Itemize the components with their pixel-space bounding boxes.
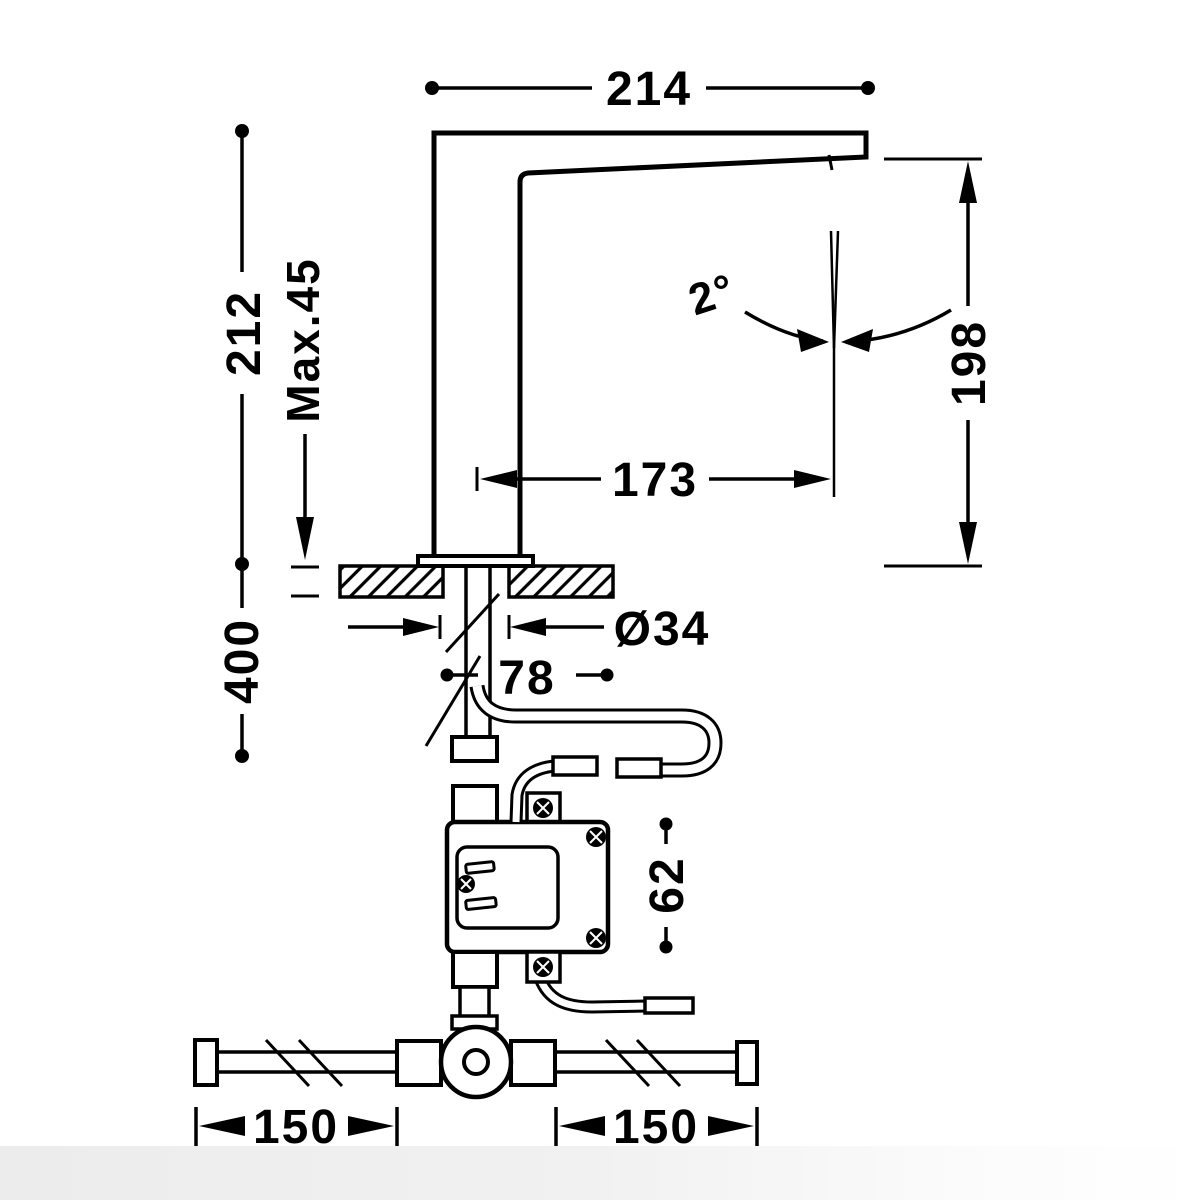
dimension-label-198: 198 [943, 320, 996, 406]
bottom-cable [533, 975, 648, 1014]
break-mark [424, 655, 482, 747]
faceplate-screw [457, 875, 475, 893]
dimension-box-height: 62 [641, 817, 694, 954]
dimension-label-214: 214 [606, 63, 692, 116]
ear-screw-bottom [533, 957, 553, 977]
break-mark [604, 1038, 651, 1088]
faceplate-slot-top [464, 860, 496, 875]
dimension-pipe-right: 150 [554, 1101, 759, 1154]
threaded-rod [424, 566, 501, 747]
arrowhead-left [559, 1116, 605, 1136]
dimension-spout-width: 214 [425, 63, 875, 116]
dimension-label-150-left: 150 [253, 1101, 339, 1154]
faucet-base-plate [416, 554, 535, 568]
dimension-pipe-left: 150 [194, 1101, 399, 1154]
dimension-body-height: 212 [218, 124, 271, 571]
arrowhead-right [403, 618, 439, 636]
dimension-hole-diameter: Ø34 [348, 603, 711, 656]
break-mark [297, 1038, 344, 1088]
box-outlet-fitting [451, 950, 499, 989]
box-screw-top-right [586, 827, 606, 847]
floor-shadow [0, 1146, 1200, 1200]
dimension-max-deck-thickness: Max.45 [277, 257, 329, 598]
box-screw-bottom-right [586, 928, 606, 948]
dimension-label-212: 212 [218, 290, 271, 376]
arrowhead-down [959, 522, 977, 564]
dimension-outlet-height: 198 [884, 157, 996, 568]
faceplate-slot-bottom [464, 896, 498, 911]
box-inlet-fitting [451, 784, 499, 824]
countertop-section [338, 564, 615, 599]
sensor-cable-hose [469, 684, 723, 778]
arrowhead-up [959, 161, 977, 203]
dimension-hose-length: 400 [216, 564, 269, 763]
arc-arrowhead-left [797, 329, 829, 352]
cable-connector-right [615, 757, 663, 779]
ear-screw-top [533, 798, 553, 818]
dimension-hose-offset: 78 [440, 652, 614, 705]
supply-pipes [217, 1038, 737, 1088]
tee-valve-port [462, 1048, 490, 1076]
arc-arrowhead-right [841, 329, 873, 352]
dimension-label-173: 173 [612, 454, 698, 507]
dimension-label-400: 400 [216, 618, 269, 704]
dimension-spout-reach: 173 [475, 454, 831, 507]
dimension-label-78: 78 [498, 652, 555, 705]
arrowhead-right [708, 1116, 754, 1136]
break-mark [264, 1038, 311, 1088]
dimension-label-max45: Max.45 [277, 257, 329, 422]
dimension-label-150-right: 150 [613, 1101, 699, 1154]
tee-nut-left [395, 1039, 443, 1087]
countertop-left [338, 564, 445, 599]
countertop-right [507, 564, 615, 599]
pipe-end-cap-left [193, 1038, 219, 1087]
arrowhead-right [794, 470, 831, 488]
arrowhead-right [348, 1116, 394, 1136]
break-mark [635, 1038, 682, 1088]
arrowhead-left [199, 1116, 245, 1136]
rod-nut [450, 735, 499, 763]
arrowhead-down [296, 517, 314, 560]
arrowhead-left [510, 618, 546, 636]
pipe-end-cap-right [735, 1040, 759, 1086]
dimension-label-d34: Ø34 [614, 603, 711, 656]
arrowhead-left [480, 470, 517, 488]
bottom-cable-connector [643, 996, 695, 1015]
connector-cable [509, 759, 556, 823]
dimension-label-62: 62 [641, 856, 694, 913]
outlet-stub [458, 985, 491, 1019]
break-mark [444, 592, 501, 654]
cable-connector-left [551, 755, 599, 777]
tee-nut-right [509, 1039, 557, 1087]
spout-outlet-mark [827, 154, 834, 171]
faucet-body-outline [431, 130, 869, 557]
